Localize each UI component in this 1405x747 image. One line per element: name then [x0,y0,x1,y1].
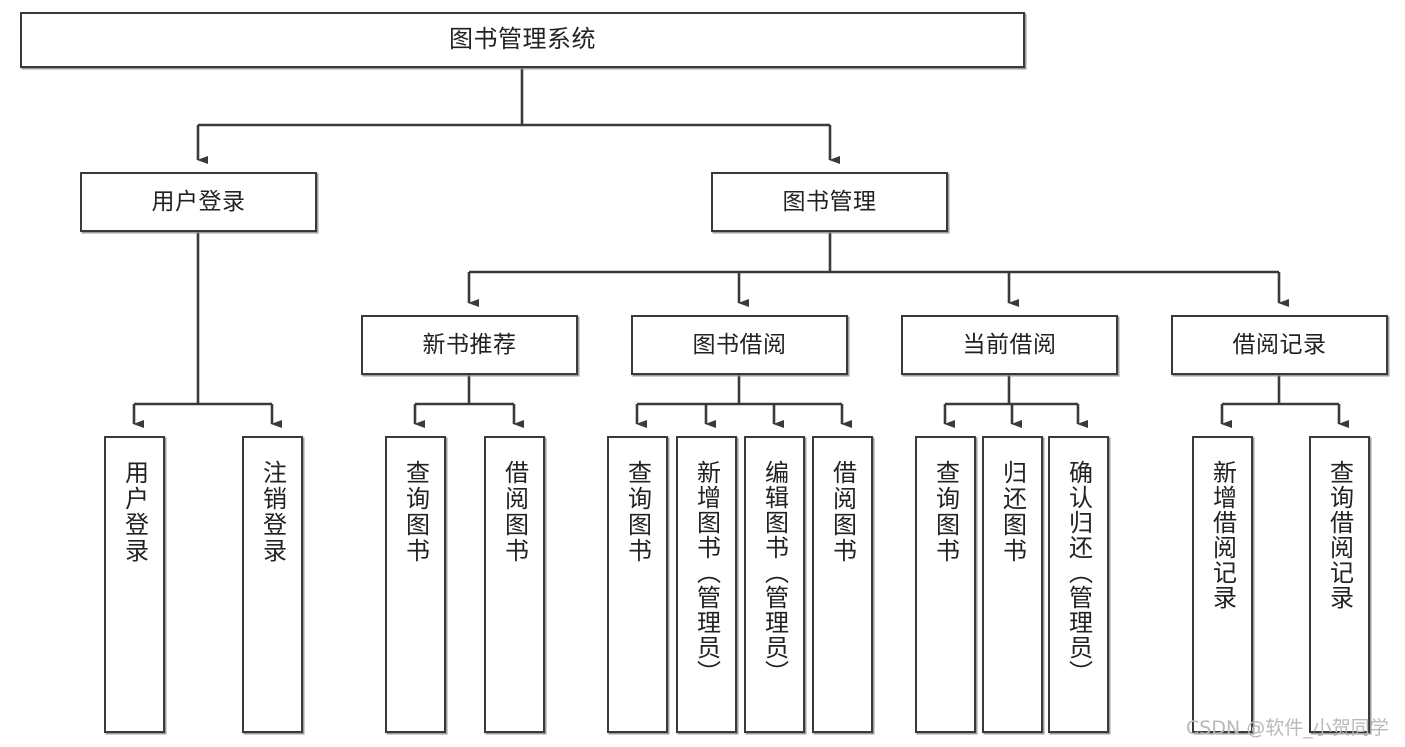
node-leaf-borrow-add-label: 新增图书（管理员） [692,460,721,685]
node-leaf-user-login[interactable]: 用户登录 [104,436,165,733]
node-borrow-record[interactable]: 借阅记录 [1171,315,1388,375]
node-leaf-borrow-query-label: 查询图书 [623,460,652,564]
node-root-label: 图书管理系统 [449,25,596,54]
node-book-manage[interactable]: 图书管理 [711,172,948,232]
node-leaf-record-query-label: 查询借阅记录 [1325,460,1354,610]
node-leaf-current-query[interactable]: 查询图书 [915,436,976,733]
node-leaf-borrow-edit[interactable]: 编辑图书（管理员） [744,436,805,733]
node-leaf-record-query[interactable]: 查询借阅记录 [1309,436,1370,733]
node-leaf-borrow-query[interactable]: 查询图书 [607,436,668,733]
node-leaf-borrow-add[interactable]: 新增图书（管理员） [676,436,737,733]
node-user-login-label: 用户登录 [151,188,246,215]
node-leaf-rec-query-label: 查询图书 [401,460,430,564]
node-book-borrow[interactable]: 图书借阅 [631,315,848,375]
node-leaf-rec-borrow-label: 借阅图书 [500,460,529,564]
watermark: CSDN @软件_小贺同学 [1186,717,1389,739]
node-current-borrow[interactable]: 当前借阅 [901,315,1118,375]
node-new-book-rec[interactable]: 新书推荐 [361,315,578,375]
node-leaf-current-return-label: 归还图书 [998,460,1027,564]
node-leaf-borrow-edit-label: 编辑图书（管理员） [760,460,789,685]
node-leaf-current-query-label: 查询图书 [931,460,960,564]
node-leaf-current-return[interactable]: 归还图书 [982,436,1043,733]
node-leaf-current-confirm[interactable]: 确认归还（管理员） [1048,436,1109,733]
node-root[interactable]: 图书管理系统 [20,12,1025,68]
node-leaf-borrow-lend-label: 借阅图书 [828,460,857,564]
node-current-borrow-label: 当前借阅 [962,331,1057,358]
node-leaf-rec-borrow[interactable]: 借阅图书 [484,436,545,733]
node-borrow-record-label: 借阅记录 [1232,331,1327,358]
node-leaf-borrow-lend[interactable]: 借阅图书 [812,436,873,733]
node-leaf-current-confirm-label: 确认归还（管理员） [1064,460,1093,685]
node-leaf-user-logout[interactable]: 注销登录 [242,436,303,733]
node-book-manage-label: 图书管理 [782,188,877,215]
node-leaf-rec-query[interactable]: 查询图书 [385,436,446,733]
node-new-book-rec-label: 新书推荐 [422,331,517,358]
node-book-borrow-label: 图书借阅 [692,331,787,358]
node-leaf-user-login-label: 用户登录 [120,460,149,564]
node-leaf-record-add[interactable]: 新增借阅记录 [1192,436,1253,733]
node-leaf-user-logout-label: 注销登录 [258,460,287,564]
node-leaf-record-add-label: 新增借阅记录 [1208,460,1237,610]
node-user-login[interactable]: 用户登录 [80,172,317,232]
